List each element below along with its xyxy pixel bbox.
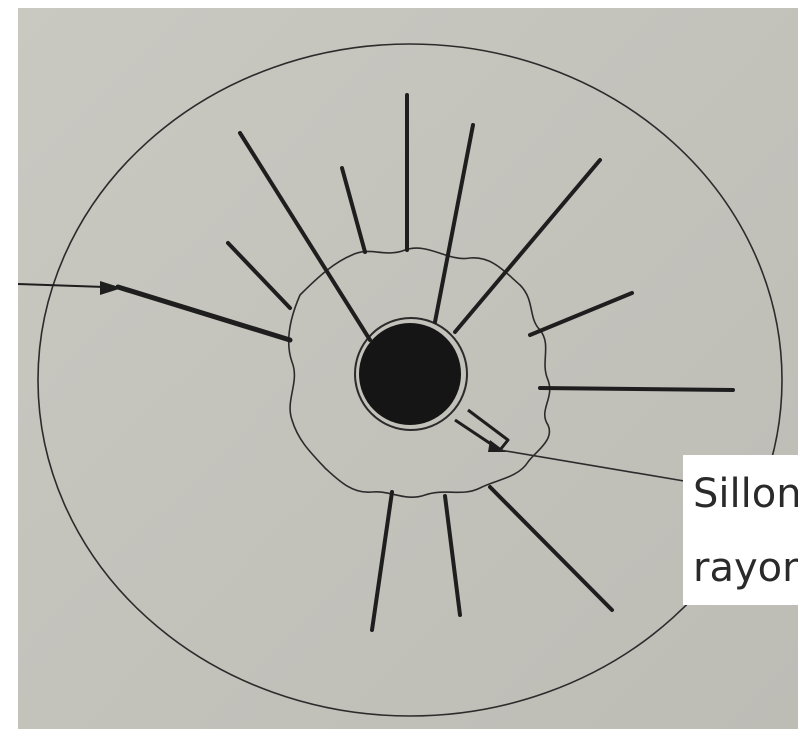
ray-bottom-center	[445, 496, 460, 615]
callout-label-line2: rayonn	[693, 548, 798, 588]
ray-right-mid	[530, 293, 632, 335]
groove-mark	[455, 410, 508, 450]
ray-bottom-left	[372, 492, 392, 630]
ray-upper-right	[435, 125, 473, 322]
ray-right-horizontal	[540, 388, 733, 390]
central-core	[359, 323, 461, 425]
ray-left	[228, 243, 290, 308]
callout-pointer-line	[500, 450, 690, 482]
radial-rays	[228, 95, 733, 630]
ray-bottom-right	[490, 487, 612, 610]
ray-right-long	[455, 160, 600, 332]
ray-upper-left-long	[240, 133, 370, 340]
ray-upper-left-short	[342, 168, 365, 252]
callout-label-line1: Sillon	[693, 474, 798, 514]
incoming-thick-line	[118, 287, 290, 340]
incoming-trajectory-line	[18, 284, 105, 287]
